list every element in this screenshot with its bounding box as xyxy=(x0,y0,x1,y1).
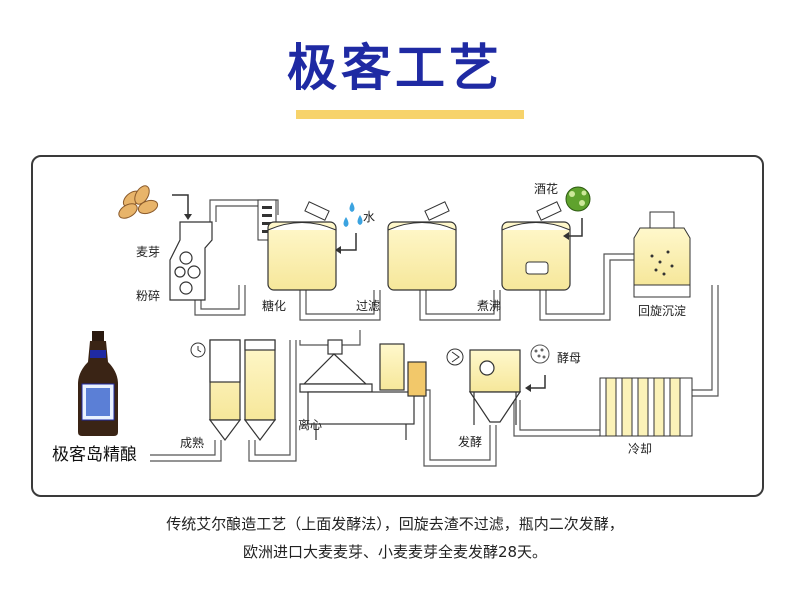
pipes xyxy=(150,199,719,467)
label-filter: 过滤 xyxy=(356,299,381,313)
label-mature: 成熟 xyxy=(180,436,205,450)
process-diagram xyxy=(31,155,764,497)
water-icon xyxy=(343,202,363,227)
cooler xyxy=(599,377,693,437)
label-crush: 粉碎 xyxy=(136,289,161,303)
malt-icon xyxy=(118,185,159,219)
centrifuge xyxy=(299,339,427,440)
label-malt: 麦芽 xyxy=(136,245,161,259)
lauter-tank xyxy=(387,201,457,291)
mash-tank xyxy=(267,201,337,291)
boil-tank xyxy=(501,201,571,291)
description-line-1: 传统艾尔酿造工艺（上面发酵法），回旋去渣不过滤，瓶内二次发酵， xyxy=(166,515,624,533)
whirlpool-tank xyxy=(633,211,691,298)
brand-label: 极客岛精酿 xyxy=(52,445,137,465)
yeast-icon xyxy=(530,344,550,364)
label-boil: 煮沸 xyxy=(477,299,502,313)
mill xyxy=(169,221,213,301)
hops-icon xyxy=(565,186,591,212)
beer-bottle-icon xyxy=(78,331,118,436)
description-line-2: 欧洲进口大麦麦芽、小麦麦芽全麦发酵28天。 xyxy=(242,543,548,561)
title-underline xyxy=(296,110,524,119)
label-ferment: 发酵 xyxy=(458,435,483,449)
label-yeast: 酵母 xyxy=(557,351,582,365)
page-title: 极客工艺 xyxy=(287,39,503,97)
label-mash: 糖化 xyxy=(262,299,287,313)
fermenter xyxy=(468,349,522,425)
label-centrifuge: 离心 xyxy=(298,418,323,432)
label-hops: 酒花 xyxy=(534,182,559,196)
label-water: 水 xyxy=(363,210,376,224)
label-whirlpool: 回旋沉淀 xyxy=(638,304,687,318)
maturing-tanks xyxy=(208,339,277,441)
label-cooling: 冷却 xyxy=(628,442,653,456)
